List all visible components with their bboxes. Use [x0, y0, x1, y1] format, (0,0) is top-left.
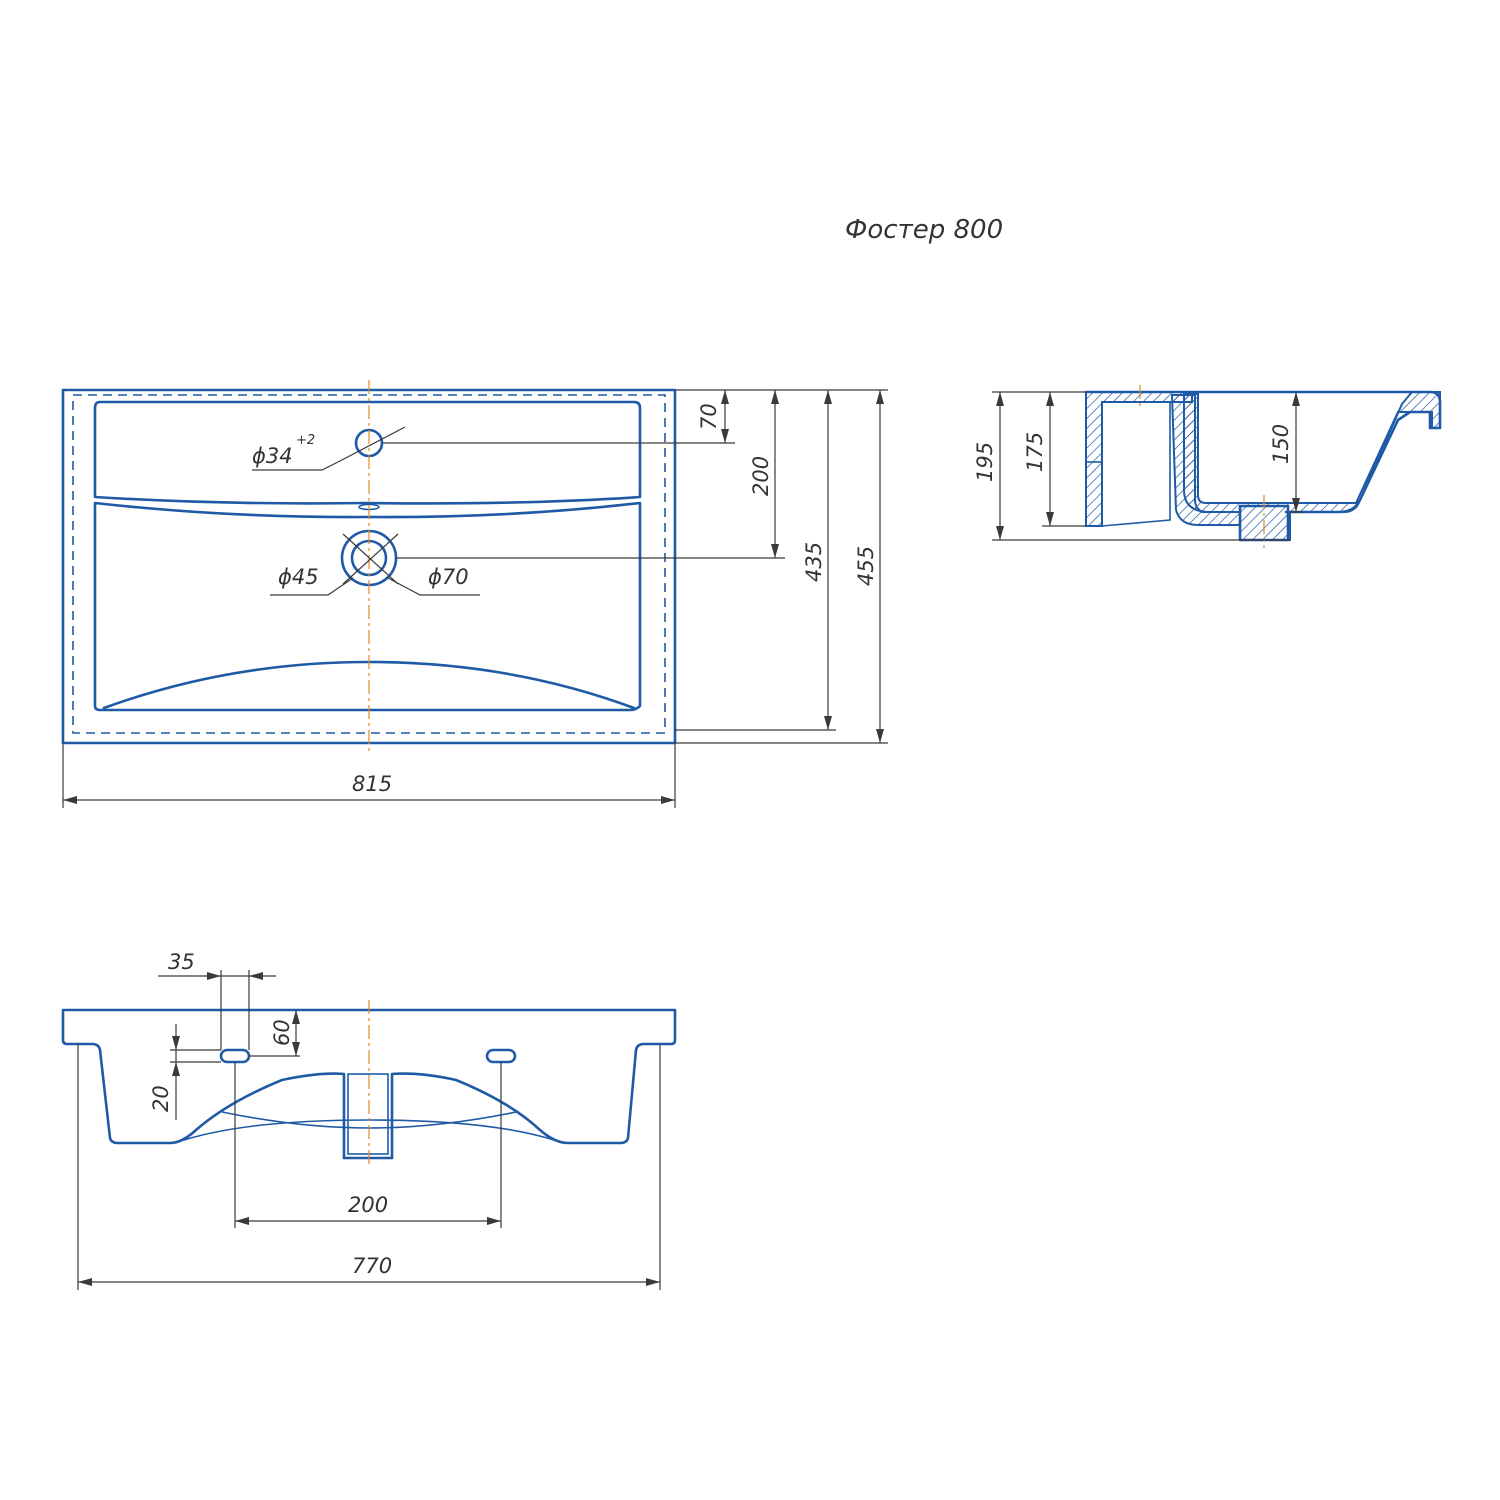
top-view: 70 200 435 455 815 ϕ34 +2 ϕ45 ϕ7	[61, 380, 888, 808]
dim-label-435: 435	[802, 542, 826, 582]
tap-hole-diameter-label: ϕ34	[252, 444, 293, 468]
front-view: 35 60 20 200 770	[61, 950, 677, 1290]
dim-label-175: 175	[1023, 432, 1047, 472]
dim-label-200: 200	[749, 456, 773, 496]
drawing-title: Фостер 800	[845, 215, 1003, 245]
dim-label-35: 35	[168, 950, 195, 974]
drain-outer-leader	[387, 577, 480, 596]
top-view-rim-deck	[93, 400, 642, 505]
dim-label-20: 20	[149, 1085, 173, 1112]
side-view: 195 175 150	[973, 385, 1442, 548]
dim-label-150: 150	[1269, 424, 1293, 464]
drain-inner-label: ϕ45	[278, 565, 319, 589]
dim-label-60: 60	[270, 1019, 294, 1046]
side-cavity	[1101, 401, 1171, 527]
dim-label-70: 70	[697, 403, 721, 430]
tap-hole-tolerance-label: +2	[296, 433, 315, 448]
tap-hole-leader	[252, 461, 339, 471]
front-view-outline	[61, 1008, 677, 1160]
tap-hole-diameter-line	[337, 426, 406, 463]
dim-label-455: 455	[854, 546, 878, 586]
dim-label-200-front: 200	[348, 1193, 388, 1217]
dim-label-195: 195	[973, 442, 997, 482]
dim-label-815: 815	[352, 772, 392, 796]
front-drain-neck	[347, 1073, 389, 1155]
side-outline	[1084, 390, 1442, 514]
bracket-slot-right	[485, 1048, 517, 1064]
drain-diameter-line	[342, 533, 399, 585]
drain-inner-leader	[270, 577, 354, 596]
bracket-slot-left	[219, 1048, 251, 1064]
drain-outer-label: ϕ70	[428, 565, 469, 589]
top-view-bowl	[93, 501, 642, 712]
dim-label-770: 770	[352, 1254, 392, 1278]
